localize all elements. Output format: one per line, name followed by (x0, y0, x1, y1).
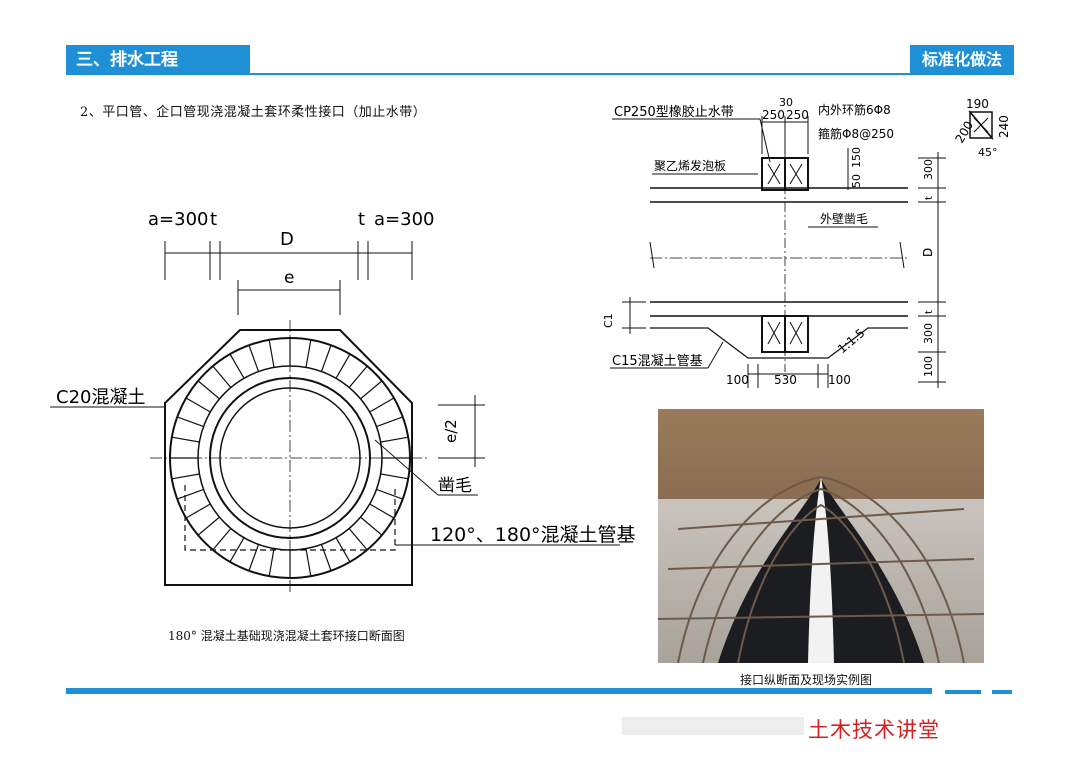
dim-t-left: t (210, 209, 217, 230)
label-rebar-ring: 内外环筋6Φ8 (818, 102, 891, 117)
dim-b100b: 100 (828, 373, 851, 387)
footer-dash (992, 690, 1012, 694)
dim-v150: 150 (850, 147, 863, 168)
dim-250a: 250 (762, 108, 785, 122)
longitudinal-section-drawing: 30 250 250 CP250型橡胶止水带 内外环筋6Φ8 箍筋Φ8@250 … (602, 96, 1011, 388)
label-base: 120°、180°混凝土管基 (430, 524, 636, 546)
section-title: 三、排水工程 (66, 45, 250, 75)
label-slope: 1:1.5 (835, 326, 868, 357)
label-stirrup: 箍筋Φ8@250 (818, 126, 894, 141)
ring-segment-line (248, 544, 260, 571)
dim-t-top: t (924, 196, 935, 200)
ring-segment-line (305, 548, 312, 577)
ring-segment-line (185, 397, 211, 413)
label-c15-base: C15混凝土管基 (612, 353, 703, 369)
dim-v300-bot: 300 (922, 323, 935, 344)
ring-segment-line (320, 544, 332, 571)
ring-segment-line (197, 380, 220, 400)
footer-rule (66, 688, 932, 694)
dim-250b: 250 (786, 108, 809, 122)
ring-segment-line (360, 380, 383, 400)
dim-e: e (284, 268, 294, 288)
detail-240: 240 (997, 115, 1011, 138)
detail-200: 200 (952, 119, 976, 146)
ring-segment-line (320, 345, 332, 372)
section-tag: 标准化做法 (910, 45, 1014, 75)
dim-e-half: e/2 (442, 419, 460, 443)
dim-b530: 530 (774, 373, 797, 387)
cross-section-drawing: a=300 t D t a=300 e e/2 C20混凝土 凿毛 120°、1… (50, 209, 636, 595)
dim-v50: 50 (850, 174, 863, 188)
ring-segment-line (248, 345, 260, 372)
site-photo (658, 409, 984, 663)
dim-v100: 100 (922, 356, 935, 377)
footer-dash (945, 690, 981, 694)
ring-segment-line (229, 353, 245, 379)
ring-segment-line (360, 516, 383, 536)
label-waterstop: CP250型橡胶止水带 (614, 104, 734, 120)
ring-segment-line (369, 503, 395, 519)
ring-segment-line (177, 488, 204, 500)
label-outer-chisel: 外壁凿毛 (820, 211, 868, 226)
ring-segment-line (171, 436, 200, 443)
ring-segment-line (335, 537, 351, 563)
cross-section-caption: 180° 混凝土基础现浇混凝土套环接口断面图 (168, 629, 405, 643)
detail-45: 45° (978, 146, 998, 159)
ring-segment-line (177, 416, 204, 428)
ring-segment-line (380, 436, 409, 443)
ring-segment-line (268, 339, 275, 368)
dim-a-right: a=300 (374, 209, 434, 230)
ring-segment-line (305, 339, 312, 368)
ring-segment-line (380, 473, 409, 480)
label-c20-concrete: C20混凝土 (56, 387, 145, 408)
photo-caption: 接口纵断面及现场实例图 (740, 673, 873, 687)
page-heading: 2、平口管、企口管现浇混凝土套环柔性接口（加止水带） (80, 105, 427, 120)
ring-segment-line (212, 528, 232, 551)
ring-segment-line (348, 365, 368, 388)
site-photo-image (658, 409, 984, 663)
ring-segment-line (369, 397, 395, 413)
dim-a-left: a=300 (148, 209, 208, 230)
dim-C1: C1 (602, 313, 615, 328)
dim-D-long: D (921, 248, 935, 257)
dim-t-bot: t (924, 310, 935, 314)
ring-segment-line (171, 473, 200, 480)
header-rule (250, 73, 910, 75)
ring-segment-line (268, 548, 275, 577)
ring-segment-line (348, 528, 368, 551)
label-chisel: 凿毛 (438, 476, 472, 496)
dim-30: 30 (779, 96, 793, 109)
ring-segment-line (212, 365, 232, 388)
brand-logo-text: 土木技术讲堂 (808, 718, 940, 742)
watermark-blur (622, 717, 804, 735)
ring-segment-line (229, 537, 245, 563)
dim-v300-top: 300 (922, 159, 935, 180)
dim-D: D (280, 229, 294, 250)
ring-segment-line (185, 503, 211, 519)
label-foam: 聚乙烯发泡板 (654, 158, 726, 173)
ring-segment-line (335, 353, 351, 379)
ring-segment-line (197, 516, 220, 536)
dim-b100a: 100 (726, 373, 749, 387)
dim-t-right: t (358, 209, 365, 230)
detail-190: 190 (966, 97, 989, 111)
ring-segment-line (376, 488, 403, 500)
ring-segment-line (376, 416, 403, 428)
